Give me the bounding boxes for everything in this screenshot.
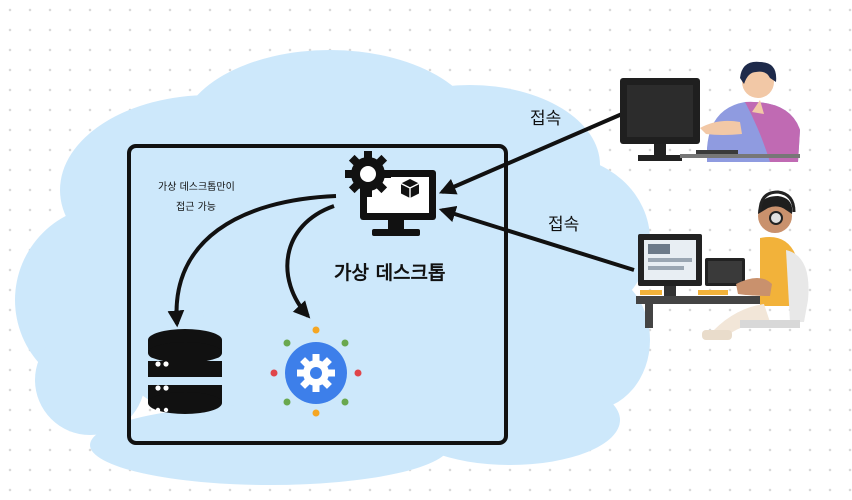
access-note-line1: 가상 데스크톱만이	[158, 182, 235, 193]
operator-with-headset-icon	[636, 190, 809, 340]
virtual-desktop-label: 가상 데스크톱	[334, 262, 446, 284]
arrow-to-settings	[285, 204, 335, 319]
arrow-to-database	[167, 194, 337, 328]
arrow-user2-connect	[438, 205, 635, 272]
connect-label-user1: 접속	[530, 109, 562, 129]
user-at-computer-icon	[620, 61, 800, 162]
virtual-desktop-frame	[127, 144, 508, 445]
arrows	[167, 112, 635, 328]
arrow-user1-connect	[438, 112, 623, 195]
gear-monitor-icon	[345, 151, 436, 236]
settings-gear-icon	[270, 326, 362, 417]
connect-label-user2: 접속	[548, 215, 580, 235]
access-note-line2: 접근 가능	[176, 202, 216, 213]
database-icon	[147, 329, 223, 414]
